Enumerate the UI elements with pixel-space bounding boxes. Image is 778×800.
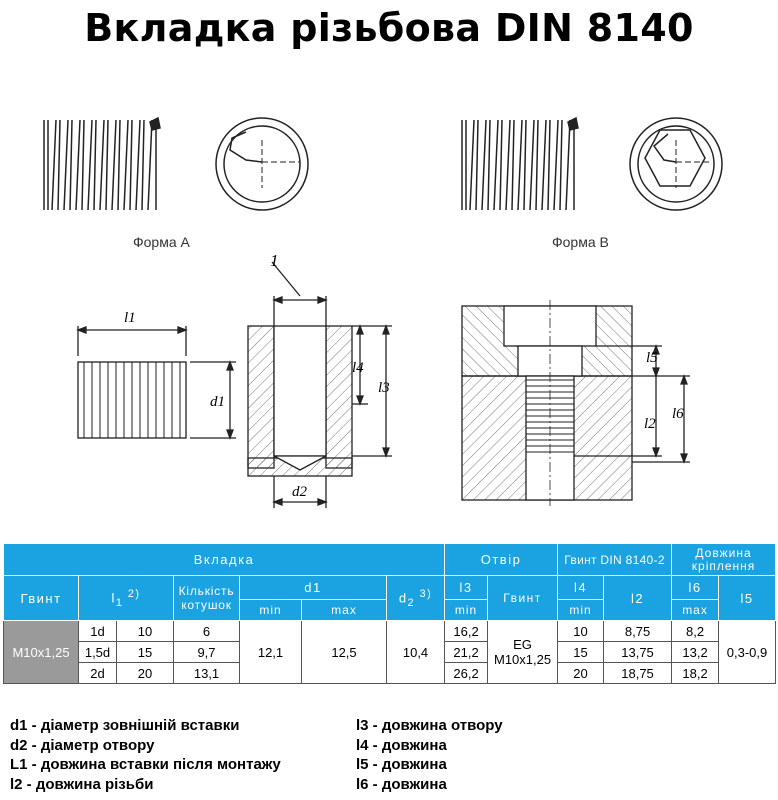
legend-item: d2 - діаметр отвору — [10, 736, 155, 754]
d2-label: d2 — [292, 484, 308, 500]
cell-l3: 16,2 — [444, 620, 489, 642]
d1-min: min — [239, 599, 302, 621]
legend-item: L1 - довжина вставки після монтажу — [10, 756, 281, 773]
col-l6: l6 — [671, 575, 720, 600]
legend-item: l2 - довжина різьби — [10, 775, 154, 793]
legend-right: l3 - довжина отвору l4 - довжина l5 - до… — [356, 716, 503, 794]
cell-mult: 2d — [78, 662, 117, 684]
group-screw: Гвинт DIN 8140-2 — [557, 543, 673, 576]
col-l5: l5 — [718, 575, 777, 621]
cell-coils: 9,7 — [173, 641, 240, 663]
l2-label: l2 — [644, 416, 656, 432]
col-d2: d2 3) — [385, 575, 446, 621]
cell-l2: 8,75 — [603, 620, 673, 642]
cell-l4: 15 — [557, 641, 605, 663]
cell-l3: 21,2 — [444, 641, 489, 663]
col-coils: Кількість котушок — [173, 575, 240, 621]
l3-label: l3 — [378, 380, 390, 396]
col-l2: l2 — [603, 575, 673, 621]
coil-end-view-a — [215, 117, 309, 211]
cell-mult: 1d — [78, 620, 117, 642]
screw-cell: M10x1,25 — [3, 620, 79, 684]
group-hole: Отвір — [444, 543, 559, 576]
cell-l3: 26,2 — [444, 662, 489, 684]
cell-d1-max: 12,5 — [301, 620, 387, 684]
technical-drawing: l1 d1 1 l4 l3 d2 — [43, 116, 723, 508]
group-fix: Довжина кріплення — [671, 543, 777, 576]
cell-l1: 10 — [116, 620, 174, 642]
coil-end-view-b — [629, 117, 723, 211]
legend-left: d1 - діаметр зовнішній вставки d2 - діам… — [10, 716, 281, 794]
col-hole-screw: Гвинт — [487, 575, 559, 621]
cell-l2: 18,75 — [603, 662, 673, 684]
l6-max: max — [671, 599, 720, 621]
l3-min: min — [444, 599, 489, 621]
cell-l4: 20 — [557, 662, 605, 684]
l6-label: l6 — [672, 406, 684, 422]
col-d1: d1 — [239, 575, 387, 600]
legend-item: l3 - довжина отвору — [356, 717, 503, 734]
cell-d1-min: 12,1 — [239, 620, 302, 684]
cell-l6: 8,2 — [671, 620, 720, 642]
cell-coils: 13,1 — [173, 662, 240, 684]
l4-label: l4 — [352, 360, 364, 376]
l4-min: min — [557, 599, 605, 621]
cell-l1: 20 — [116, 662, 174, 684]
table-row: 2d 20 13,1 26,2 20 18,75 18,2 — [4, 662, 776, 684]
l5-label: l5 — [646, 350, 658, 366]
detail-1-label: 1 — [270, 251, 279, 270]
cell-l6: 18,2 — [671, 662, 720, 684]
cell-l5: 0,3-0,9 — [718, 620, 777, 684]
coil-side-view-b — [461, 116, 579, 211]
legend-item: d1 - діаметр зовнішній вставки — [10, 717, 240, 734]
coil-side-view-a — [43, 116, 161, 211]
col-l4: l4 — [557, 575, 605, 600]
insert-side-view — [76, 326, 236, 440]
cell-l4: 10 — [557, 620, 605, 642]
cell-l2: 13,75 — [603, 641, 673, 663]
legend-item: l6 - довжина — [356, 775, 447, 793]
cell-l6: 13,2 — [671, 641, 720, 663]
l1-label: l1 — [124, 310, 136, 326]
group-insert: Вкладка — [2, 543, 446, 576]
col-screw: Гвинт — [3, 575, 79, 621]
cell-coils: 6 — [173, 620, 240, 642]
cell-mult: 1,5d — [78, 641, 117, 663]
d1-label: d1 — [210, 394, 225, 410]
col-l1: l1 2) — [78, 575, 174, 621]
col-l3: l3 — [444, 575, 489, 600]
assembly-section — [461, 300, 690, 506]
legend-item: l4 - довжина — [356, 736, 447, 754]
form-a-label: Форма А — [133, 234, 190, 250]
legend-item: l5 - довжина — [356, 756, 447, 773]
spec-table: Вкладка Отвір Гвинт DIN 8140-2 Довжина к… — [2, 543, 777, 684]
form-b-label: Форма В — [552, 234, 609, 250]
d1-max: max — [301, 599, 387, 621]
hole-section — [247, 261, 392, 508]
cell-d2: 10,4 — [385, 620, 446, 684]
cell-l1: 15 — [116, 641, 174, 663]
page-title: Вкладка різьбова DIN 8140 — [84, 6, 694, 50]
